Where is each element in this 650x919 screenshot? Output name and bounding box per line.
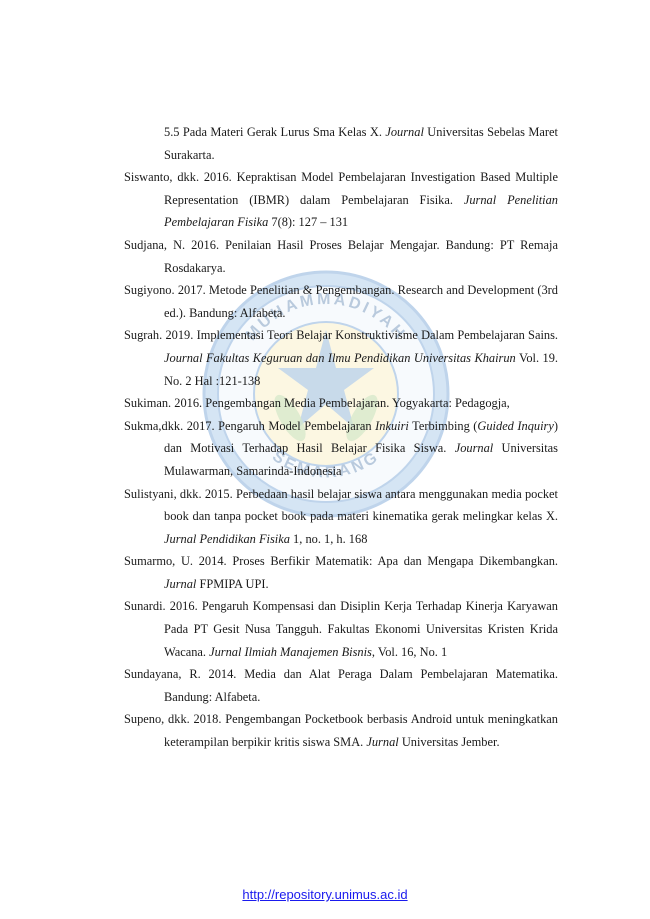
reference-text: Supeno, dkk. 2018. Pengembangan Pocketbo… xyxy=(124,712,558,750)
reference-text: Terbimbing ( xyxy=(408,418,478,433)
reference-text: Sulistyani, dkk. 2015. Perbedaan hasil b… xyxy=(124,486,558,524)
reference-entry: Sukiman. 2016. Pengembangan Media Pembel… xyxy=(124,392,558,415)
reference-text: ) dan Motivasi Terhadap Hasil Belajar Fi… xyxy=(164,418,558,456)
reference-text: Sukiman. 2016. Pengembangan Media Pembel… xyxy=(124,396,510,411)
reference-text: , Vol. 16, No. 1 xyxy=(371,644,448,659)
reference-italic-text: Jurnal xyxy=(164,576,197,591)
reference-text: Siswanto, dkk. 2016. Kepraktisan Model P… xyxy=(124,170,558,207)
reference-text: Universitas Jember. xyxy=(398,735,500,750)
reference-text: 7(8): 127 – 131 xyxy=(268,215,349,230)
reference-italic-text: Jurnal Penelitian Pembelajaran Fisika xyxy=(164,192,558,230)
reference-italic-text: Guided Inquiry xyxy=(477,418,554,433)
reference-entry: Supeno, dkk. 2018. Pengembangan Pocketbo… xyxy=(124,708,558,753)
reference-italic-text: Jurnal Ilmiah Manajemen Bisnis xyxy=(209,644,372,659)
reference-entry: Sukma,dkk. 2017. Pengaruh Model Pembelaj… xyxy=(124,415,558,483)
reference-entry: Sugrah. 2019. Implementasi Teori Belajar… xyxy=(124,324,558,392)
reference-text: Universitas Sebelas Maret Surakarta. xyxy=(164,125,558,162)
reference-italic-text: Jurnal xyxy=(366,735,399,750)
reference-entry: Siswanto, dkk. 2016. Kepraktisan Model P… xyxy=(124,166,558,234)
reference-entry: Sugiyono. 2017. Metode Penelitian & Peng… xyxy=(124,279,558,324)
reference-entry: Sunardi. 2016. Pengaruh Kompensasi dan D… xyxy=(124,595,558,663)
reference-text: 5.5 Pada Materi Gerak Lurus Sma Kelas X. xyxy=(164,125,386,139)
reference-text: Sumarmo, U. 2014. Proses Berfikir Matema… xyxy=(124,554,558,569)
reference-text: 1, no. 1, h. 168 xyxy=(289,531,368,546)
reference-text: Sukma,dkk. 2017. Pengaruh Model Pembelaj… xyxy=(124,418,376,433)
reference-text: Vol. 19. No. 2 Hal :121-138 xyxy=(164,350,559,388)
reference-entry: Sulistyani, dkk. 2015. Perbedaan hasil b… xyxy=(124,483,558,551)
reference-italic-text: Inkuiri xyxy=(375,418,409,433)
reference-italic-text: Journal xyxy=(385,125,424,139)
reference-entry: Sudjana, N. 2016. Penilaian Hasil Proses… xyxy=(124,234,558,279)
university-seal-watermark: MUHAMMADIYAH SEMARANG xyxy=(200,268,452,520)
reference-text: Sugiyono. 2017. Metode Penelitian & Peng… xyxy=(124,283,558,320)
reference-text: Sundayana, R. 2014. Media dan Alat Perag… xyxy=(124,667,558,704)
reference-text: Universitas Mulawarman, Samarinda-Indone… xyxy=(164,441,558,478)
reference-italic-text: Journal xyxy=(454,441,494,456)
reference-entry: 5.5 Pada Materi Gerak Lurus Sma Kelas X.… xyxy=(124,121,558,166)
reference-text: Sunardi. 2016. Pengaruh Kompensasi dan D… xyxy=(124,599,558,659)
reference-text: FPMIPA UPI. xyxy=(196,576,269,591)
repository-link[interactable]: http://repository.unimus.ac.id xyxy=(242,887,408,902)
reference-italic-text: Jurnal Pendidikan Fisika xyxy=(164,531,290,546)
reference-list: 5.5 Pada Materi Gerak Lurus Sma Kelas X.… xyxy=(124,121,558,754)
reference-text: Sudjana, N. 2016. Penilaian Hasil Proses… xyxy=(124,237,558,275)
reference-entry: Sundayana, R. 2014. Media dan Alat Perag… xyxy=(124,663,558,708)
reference-entry: Sumarmo, U. 2014. Proses Berfikir Matema… xyxy=(124,550,558,595)
reference-italic-text: Journal Fakultas Keguruan dan Ilmu Pendi… xyxy=(164,350,516,365)
reference-text: Sugrah. 2019. Implementasi Teori Belajar… xyxy=(124,328,558,343)
